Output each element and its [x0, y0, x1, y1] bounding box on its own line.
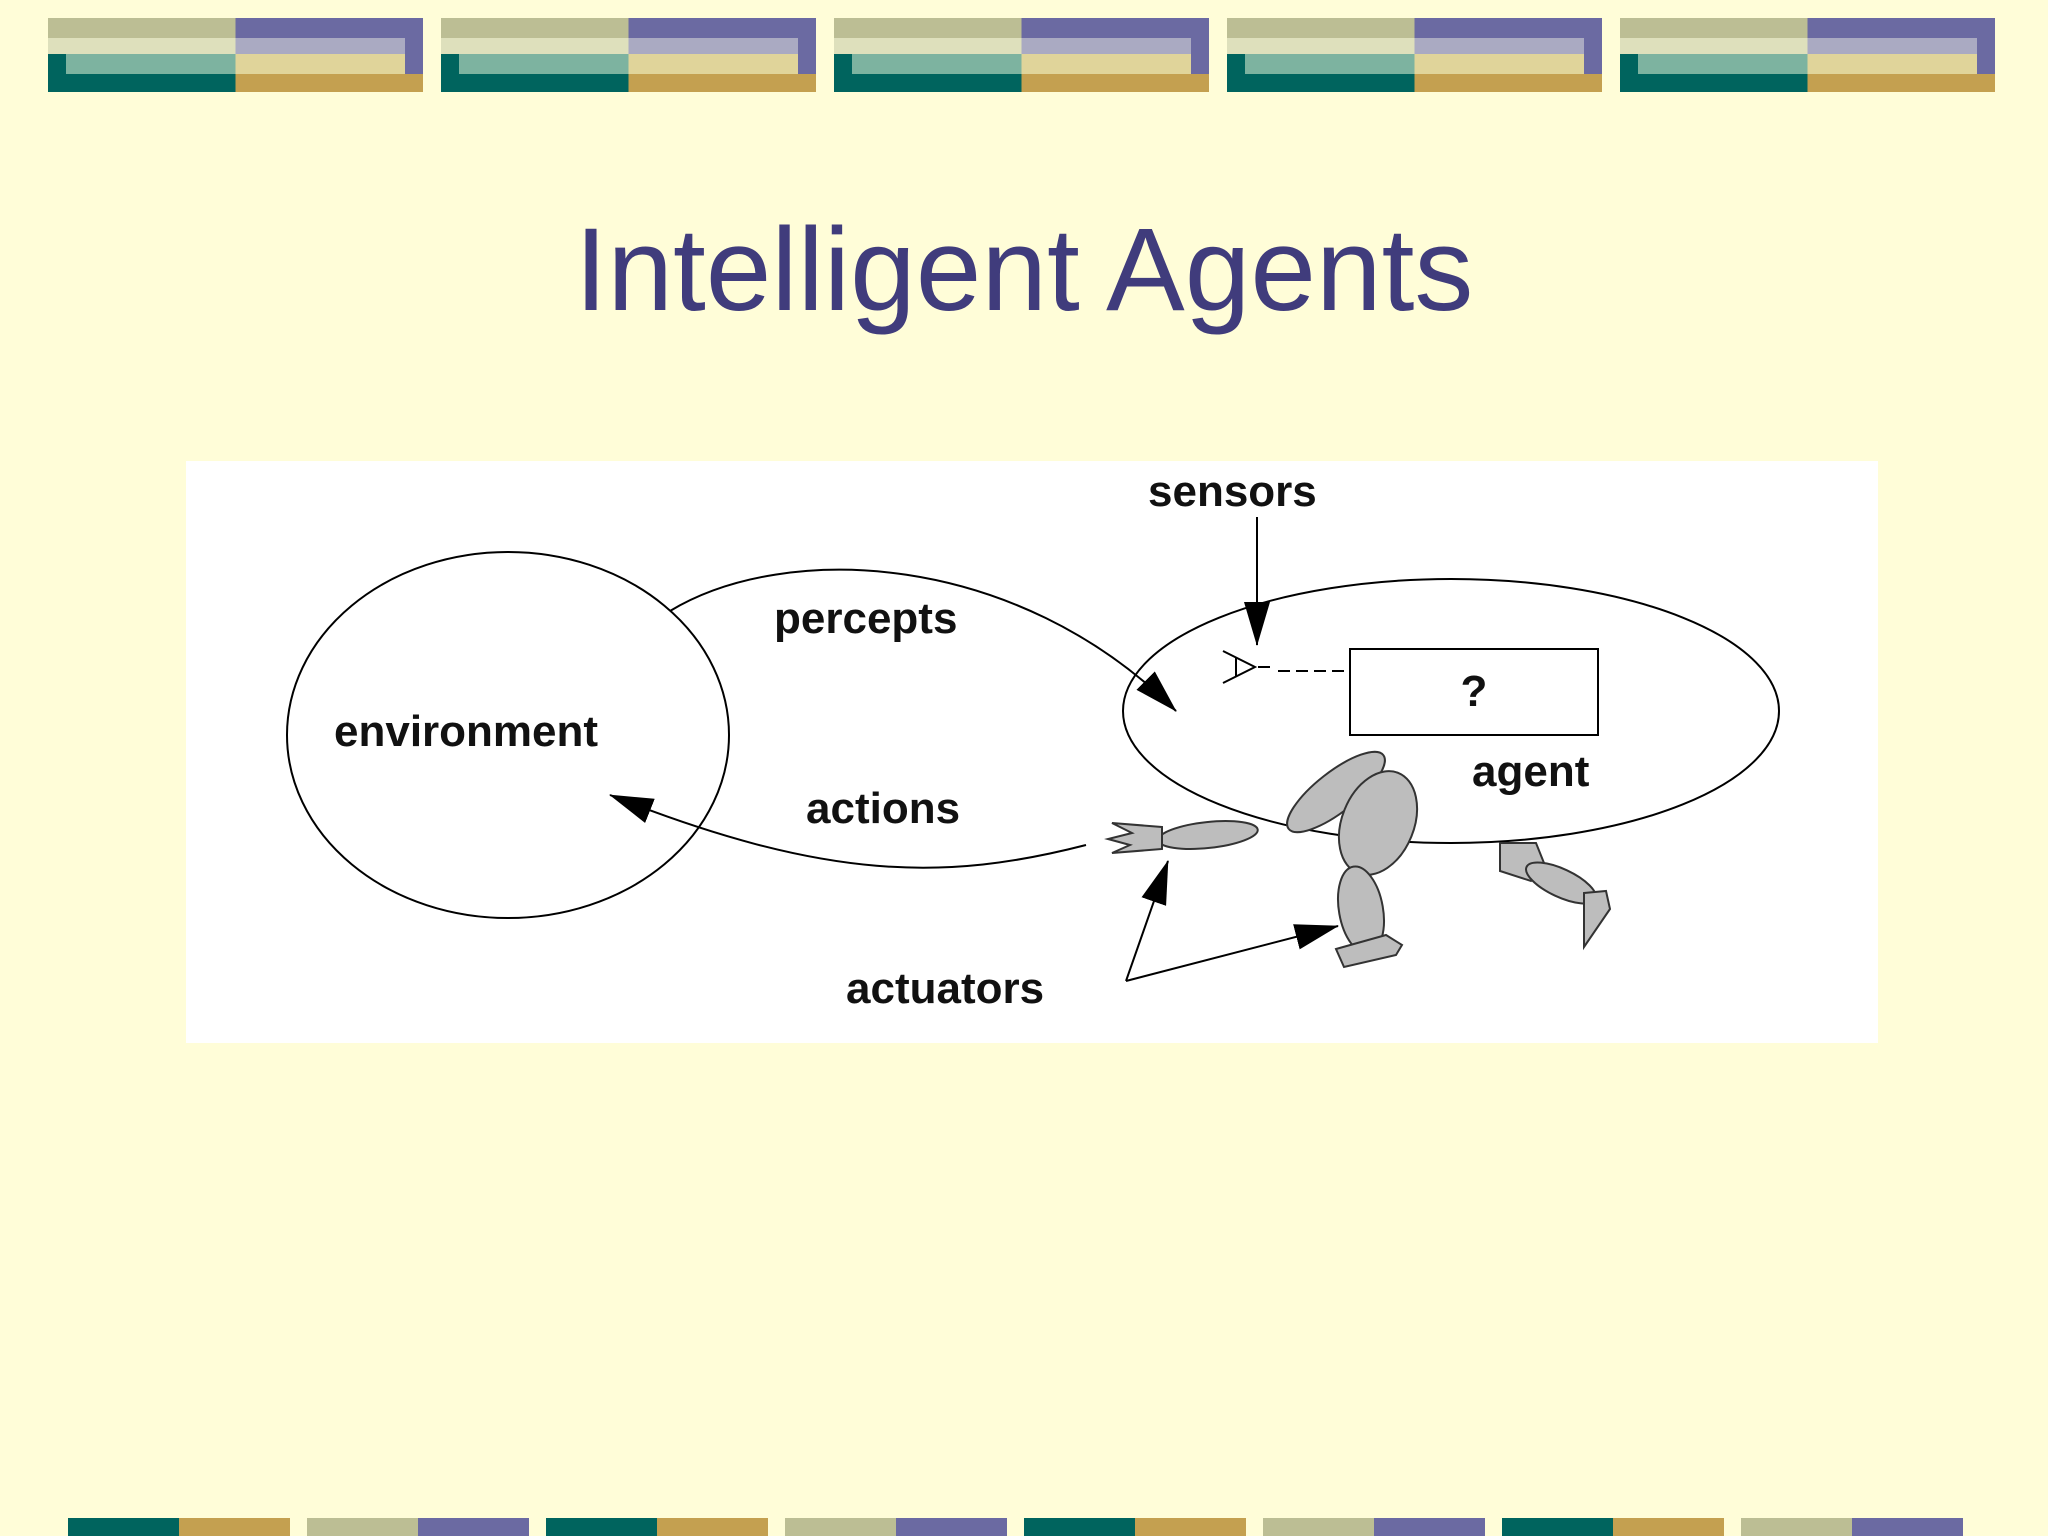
banner-block	[1620, 54, 1638, 74]
banner-block	[1807, 38, 1977, 54]
banner-block	[834, 54, 852, 74]
actions-label: actions	[806, 784, 960, 833]
banner-block	[405, 38, 423, 74]
banner-block	[1227, 74, 1415, 92]
banner-block	[834, 38, 1022, 54]
banner-block	[68, 1518, 179, 1536]
banner-block	[798, 38, 816, 74]
actuators-label: actuators	[846, 964, 1044, 1013]
banner-block	[1263, 1518, 1374, 1536]
banner-block	[1021, 54, 1191, 74]
banner-block	[1613, 1518, 1724, 1536]
banner-block	[834, 74, 1022, 92]
banner-block	[1502, 1518, 1613, 1536]
banner-block	[1620, 74, 1808, 92]
banner-block	[48, 74, 236, 92]
banner-block	[1584, 38, 1602, 74]
unknown-program-label: ?	[1461, 667, 1488, 716]
banner-block	[179, 1518, 290, 1536]
environment-label: environment	[334, 707, 598, 756]
banner-block	[628, 18, 816, 38]
agent-label: agent	[1472, 747, 1590, 796]
banner-block	[48, 18, 236, 38]
banner-block	[628, 38, 798, 54]
banner-block	[1024, 1518, 1135, 1536]
banner-block	[418, 1518, 529, 1536]
agent-limbs-icon	[1104, 750, 1612, 969]
banner-block	[1807, 54, 1977, 74]
slide-title: Intelligent Agents	[574, 204, 1474, 336]
banner-block	[1374, 1518, 1485, 1536]
banner-block	[441, 38, 629, 54]
actuators-arrow-leg	[1125, 924, 1339, 982]
agent-environment-diagram: environment percepts actions sensors age…	[186, 461, 1878, 1043]
actions-arrow	[609, 794, 1087, 869]
banner-block	[628, 74, 816, 92]
banner-block	[441, 18, 629, 38]
banner-block	[1414, 18, 1602, 38]
banner-block	[1977, 38, 1995, 74]
banner-block	[546, 1518, 657, 1536]
banner-block	[834, 18, 1022, 38]
banner-block	[307, 1518, 418, 1536]
banner-block	[852, 54, 1022, 74]
banner-block	[657, 1518, 768, 1536]
banner-block	[1638, 54, 1808, 74]
banner-block	[441, 74, 629, 92]
banner-block	[1414, 54, 1584, 74]
banner-block	[1021, 18, 1209, 38]
percepts-label: percepts	[774, 594, 957, 643]
banner-block	[1741, 1518, 1852, 1536]
banner-block	[1852, 1518, 1963, 1536]
banner-block	[48, 54, 66, 74]
eye-sensor-icon	[1222, 650, 1270, 684]
bottom-decorative-banner	[68, 1518, 1963, 1536]
banner-block	[785, 1518, 896, 1536]
top-decorative-banner	[48, 18, 1995, 92]
banner-block	[896, 1518, 1007, 1536]
environment-ellipse	[286, 551, 730, 919]
banner-block	[235, 18, 423, 38]
banner-block	[235, 38, 405, 54]
banner-block	[1807, 18, 1995, 38]
banner-block	[459, 54, 629, 74]
banner-block	[1227, 54, 1245, 74]
banner-block	[1227, 38, 1415, 54]
banner-block	[1245, 54, 1415, 74]
banner-block	[628, 54, 798, 74]
banner-block	[235, 54, 405, 74]
banner-block	[1620, 18, 1808, 38]
banner-block	[1021, 74, 1209, 92]
banner-block	[66, 54, 236, 74]
agent-program-box	[1349, 648, 1599, 736]
actuators-arrow-arm	[1125, 860, 1169, 982]
banner-block	[441, 54, 459, 74]
banner-block	[235, 74, 423, 92]
banner-block	[48, 38, 236, 54]
banner-block	[1414, 38, 1584, 54]
banner-block	[1135, 1518, 1246, 1536]
banner-block	[1191, 38, 1209, 74]
banner-block	[1807, 74, 1995, 92]
banner-block	[1021, 38, 1191, 54]
percepts-arrow	[669, 568, 1177, 712]
sensors-label: sensors	[1148, 467, 1317, 516]
banner-block	[1414, 74, 1602, 92]
banner-block	[1620, 38, 1808, 54]
agent-ellipse	[1122, 578, 1780, 844]
banner-block	[1227, 18, 1415, 38]
